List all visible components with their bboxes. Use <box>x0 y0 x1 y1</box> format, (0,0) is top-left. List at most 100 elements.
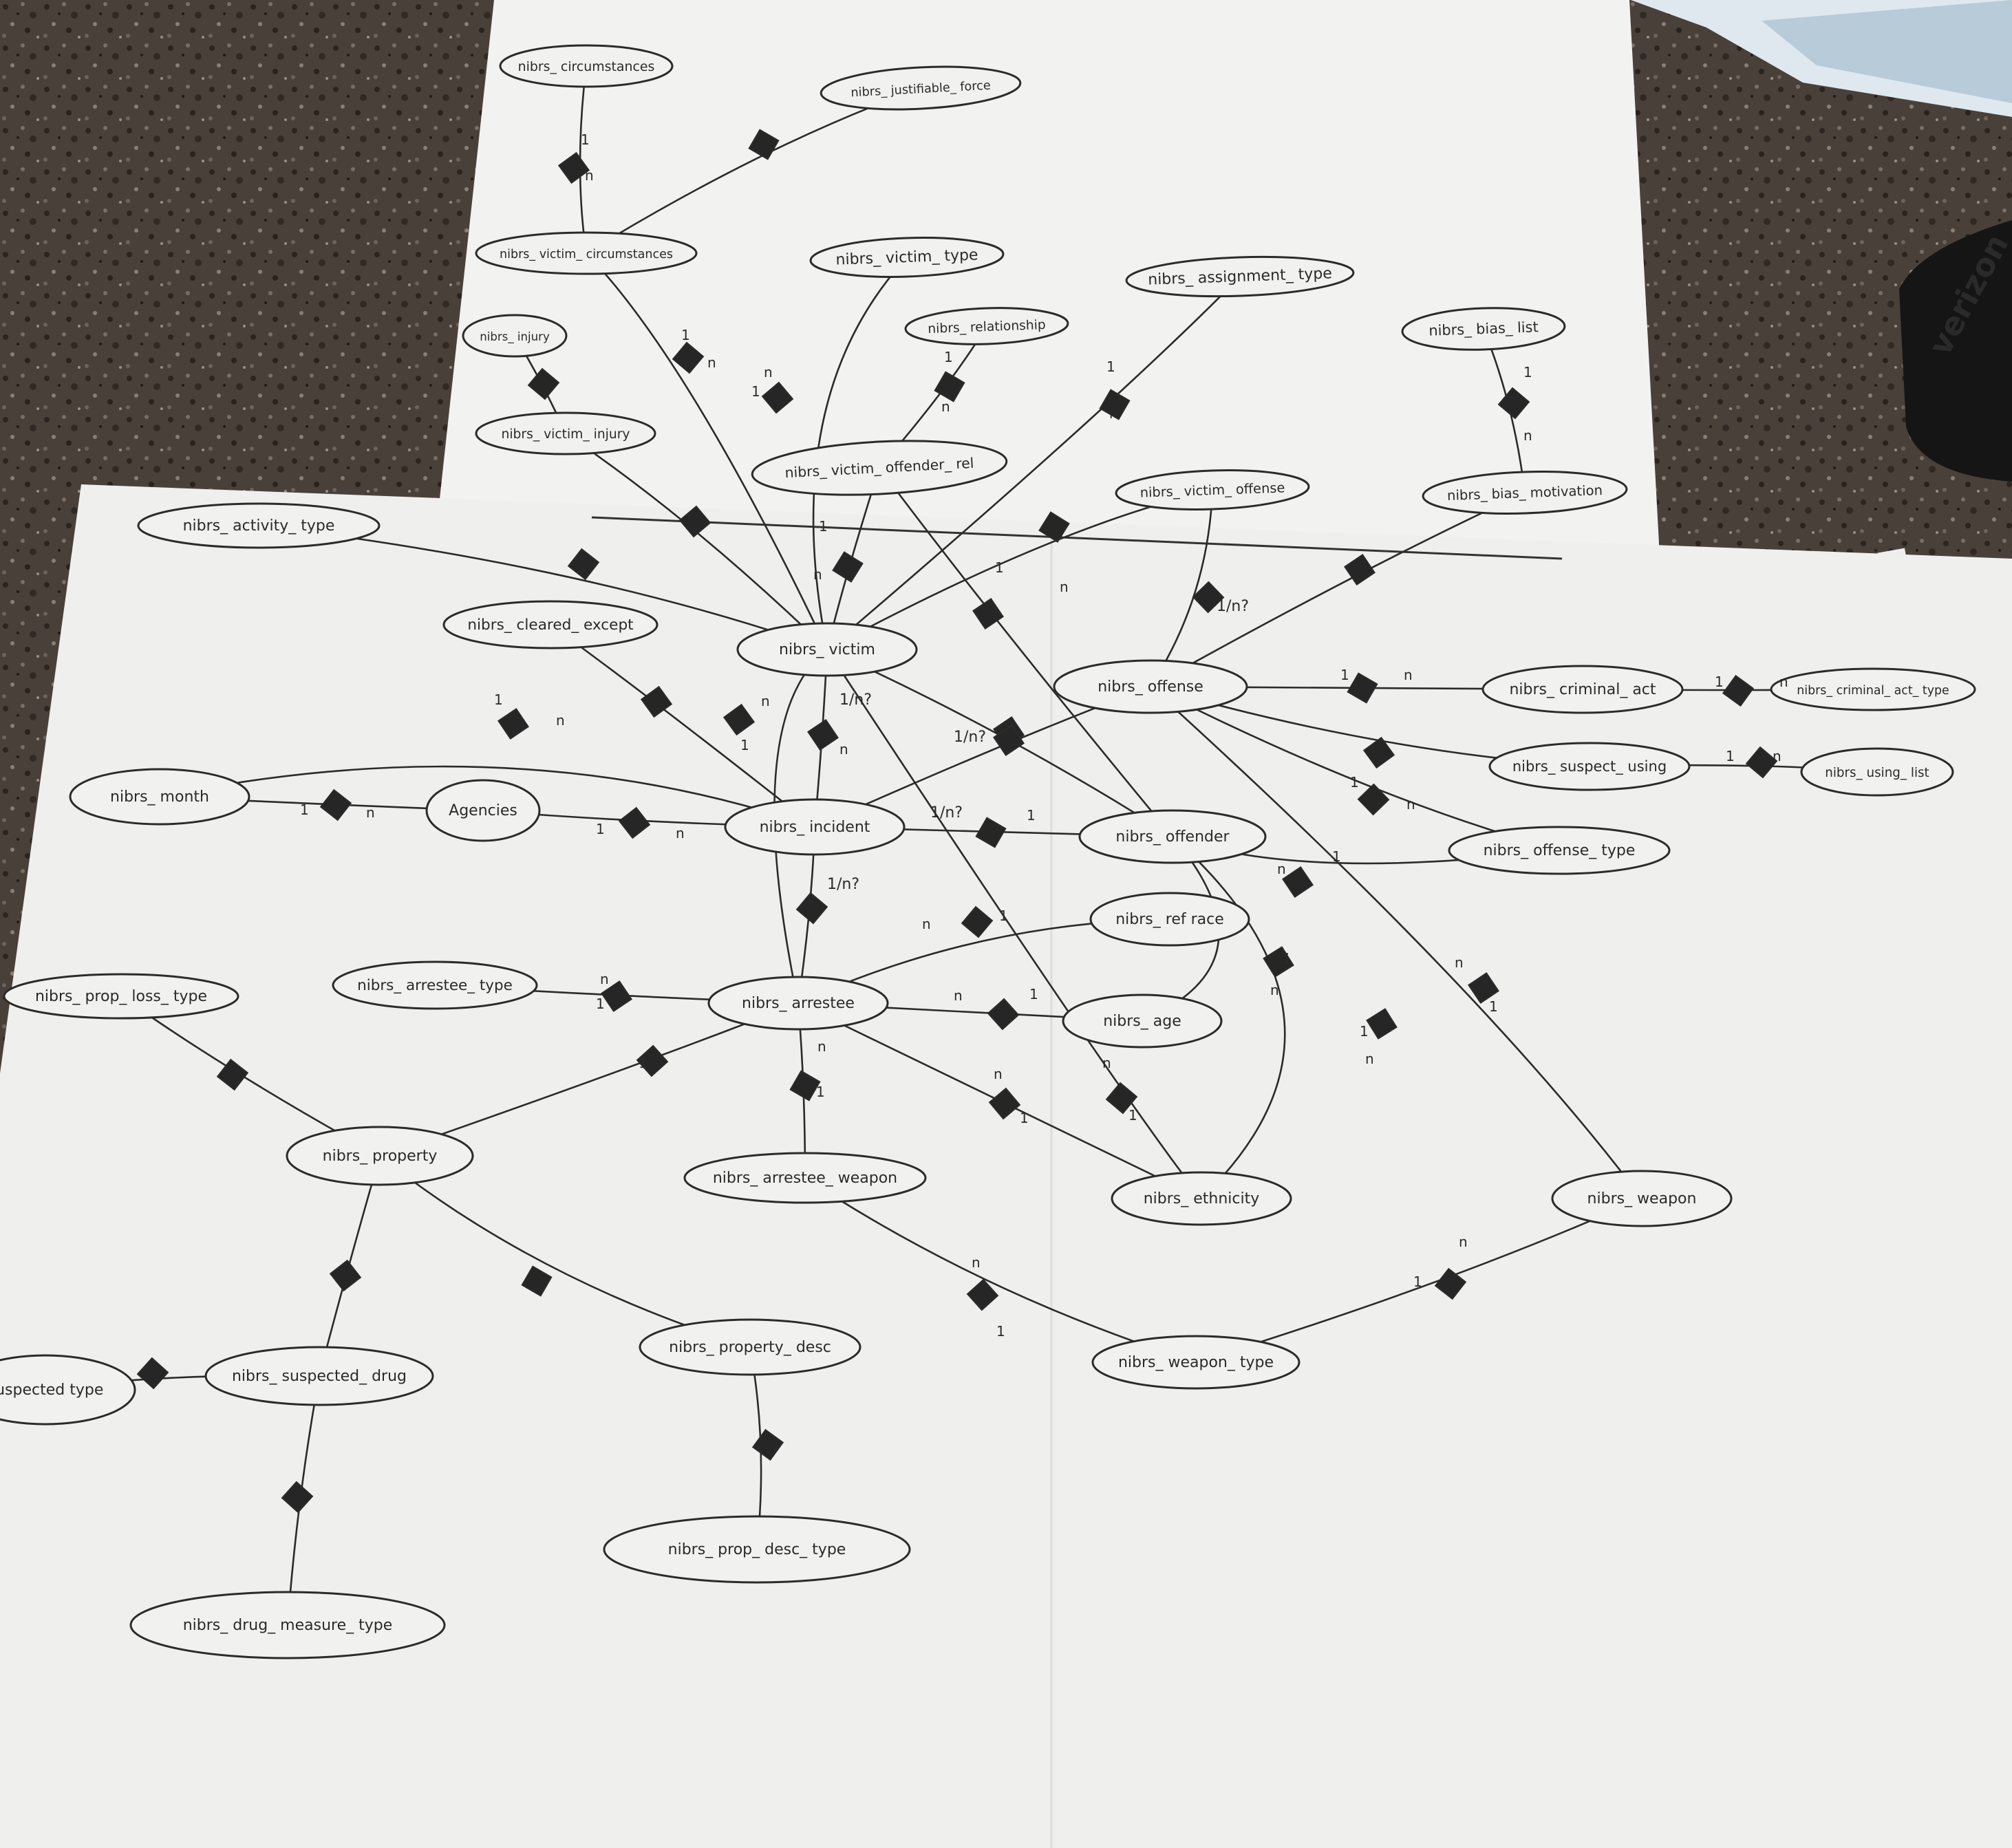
relationship-diamond <box>761 381 794 414</box>
cardinality-label: n <box>1277 861 1286 877</box>
relationship-diamond <box>1468 972 1499 1004</box>
cardinality-label: n <box>994 1066 1003 1082</box>
relationship-diamond <box>216 1058 249 1091</box>
relationship-line <box>1172 836 1286 1199</box>
relationship-diamond <box>1357 783 1390 816</box>
entity-offender: nibrs_ offender <box>1078 809 1267 864</box>
cardinality-label: 1 <box>1283 950 1292 967</box>
entity-label: nibrs_ weapon <box>1587 1190 1697 1207</box>
entity-drug-measure-type: nibrs_ drug_ measure_ type <box>129 1591 446 1659</box>
cardinality-label: 1 <box>1106 358 1115 375</box>
entity-label: suspected type <box>0 1382 103 1399</box>
relationship-line <box>1150 491 1526 688</box>
relationship-diamond <box>966 1278 999 1311</box>
relationship-diamond <box>751 1428 784 1461</box>
cardinality-label: 1 <box>816 1084 825 1100</box>
entity-victim-offense: nibrs_ victim_ offense <box>1115 469 1310 511</box>
relationship-diamond <box>527 367 560 400</box>
cardinality-label: n <box>1523 427 1532 444</box>
cardinality-label: n <box>954 987 963 1004</box>
entity-victim: nibrs_ victim <box>736 622 918 677</box>
cardinality-label: 1 <box>1027 807 1036 824</box>
cardinality-label: n <box>1060 579 1069 595</box>
cardinality-label: 1 <box>819 518 828 535</box>
entity-label: nibrs_ prop_ desc_ type <box>668 1541 846 1558</box>
entity-suspect-using: nibrs_ suspect_ using <box>1488 742 1691 791</box>
entity-bias-list: nibrs_ bias_ list <box>1401 307 1566 351</box>
cardinality-label: n <box>813 566 822 583</box>
cardinality-label: 1 <box>596 996 605 1012</box>
relationship-diamond <box>1722 674 1755 707</box>
verizon-device: verizon <box>1899 220 2012 482</box>
entity-label: nibrs_ offense_ type <box>1484 842 1636 859</box>
relationship-diamond <box>136 1357 169 1390</box>
relationship-diamond <box>1347 672 1378 704</box>
entity-victim-circumstances: nibrs_ victim_ circumstances <box>475 231 698 275</box>
relationship-diamonds <box>136 129 1778 1514</box>
entity-suspected-drug: nibrs_ suspected_ drug <box>204 1346 434 1406</box>
relationship-diamond <box>1344 554 1376 585</box>
entity-label: nibrs_ criminal_ act <box>1509 681 1656 698</box>
cardinality-label: 1 <box>581 131 590 148</box>
cardinality-label: n <box>1773 748 1781 764</box>
entity-bias-motivation: nibrs_ bias_ motivation <box>1422 471 1628 515</box>
entity-offense: nibrs_ offense <box>1053 659 1248 714</box>
cardinality-label: 1 <box>300 802 309 818</box>
relationship-diamond <box>1038 511 1070 543</box>
cardinality-label: 1 <box>1523 364 1532 380</box>
entity-victim-offender-rel: nibrs_ victim_ offender_ rel <box>751 440 1008 496</box>
relationship-diamond <box>993 724 1025 756</box>
relationship-diamond <box>972 598 1004 630</box>
entity-assignment-type: nibrs_ assignment_ type <box>1125 255 1355 298</box>
cardinality-label: 1 <box>1029 986 1038 1002</box>
relationship-diamond <box>672 341 705 374</box>
entity-label: nibrs_ weapon_ type <box>1118 1354 1274 1371</box>
cardinality-label: 1 <box>1020 1110 1029 1126</box>
relationship-line <box>1195 1197 1642 1364</box>
entity-label: nibrs_ circumstances <box>518 59 655 74</box>
cardinality-label: 1 <box>1128 1107 1137 1124</box>
entity-arrestee-weapon: nibrs_ arrestee_ weapon <box>683 1152 927 1204</box>
relationship-diamond <box>640 685 673 718</box>
entity-incident: nibrs_ incident <box>724 798 906 856</box>
relationship-diamond <box>1434 1267 1467 1300</box>
relationship-diamond <box>618 806 651 839</box>
relationship-diamond <box>329 1259 362 1292</box>
relationship-diamond <box>521 1265 553 1297</box>
entity-label: nibrs_ suspect_ using <box>1512 758 1667 775</box>
entity-property-desc: nibrs_ property_ desc <box>639 1318 861 1376</box>
face-mask-corner <box>1631 0 2012 117</box>
cardinality-label: n <box>922 916 931 932</box>
cardinality-label: 1 <box>944 349 953 365</box>
cardinality-label: n <box>941 398 950 415</box>
cardinality-label: 1 <box>1340 667 1349 683</box>
relationship-diamond <box>567 548 600 581</box>
entity-label: nibrs_ property_ desc <box>669 1339 831 1356</box>
cardinality-label: n <box>600 971 609 987</box>
cardinality-label: 1 <box>1360 1023 1369 1040</box>
entity-label: nibrs_ suspected_ drug <box>232 1368 407 1385</box>
cardinality-label: 1/n? <box>827 876 859 893</box>
cardinality-label: 1 <box>1350 774 1359 791</box>
cardinality-label: n <box>1459 1234 1468 1250</box>
entity-label: Agencies <box>449 802 517 819</box>
cardinality-label: 1/n? <box>839 691 872 709</box>
cardinality-label: n <box>585 167 594 184</box>
cardinality-label: 1 <box>1332 848 1341 865</box>
relationship-diamond <box>678 505 711 538</box>
cardinality-label: 1 <box>639 1055 648 1071</box>
relationship-diamond <box>1745 746 1778 779</box>
entity-label: nibrs_ offender <box>1115 828 1230 846</box>
entity-age: nibrs_ age <box>1062 993 1223 1049</box>
entity-label: nibrs_ injury <box>480 330 550 344</box>
cardinality-label: n <box>556 712 565 729</box>
entity-prop-loss-type: nibrs_ prop_ loss_ type <box>3 973 239 1020</box>
relationship-diamond <box>832 551 864 583</box>
cardinality-label: n <box>1270 982 1279 998</box>
cardinality-label: n <box>366 804 375 821</box>
entity-weapon: nibrs_ weapon <box>1551 1170 1733 1227</box>
relationship-diamond <box>975 817 1007 848</box>
relationship-diamond <box>1282 866 1314 898</box>
entity-injury: nibrs_ injury <box>462 314 568 358</box>
